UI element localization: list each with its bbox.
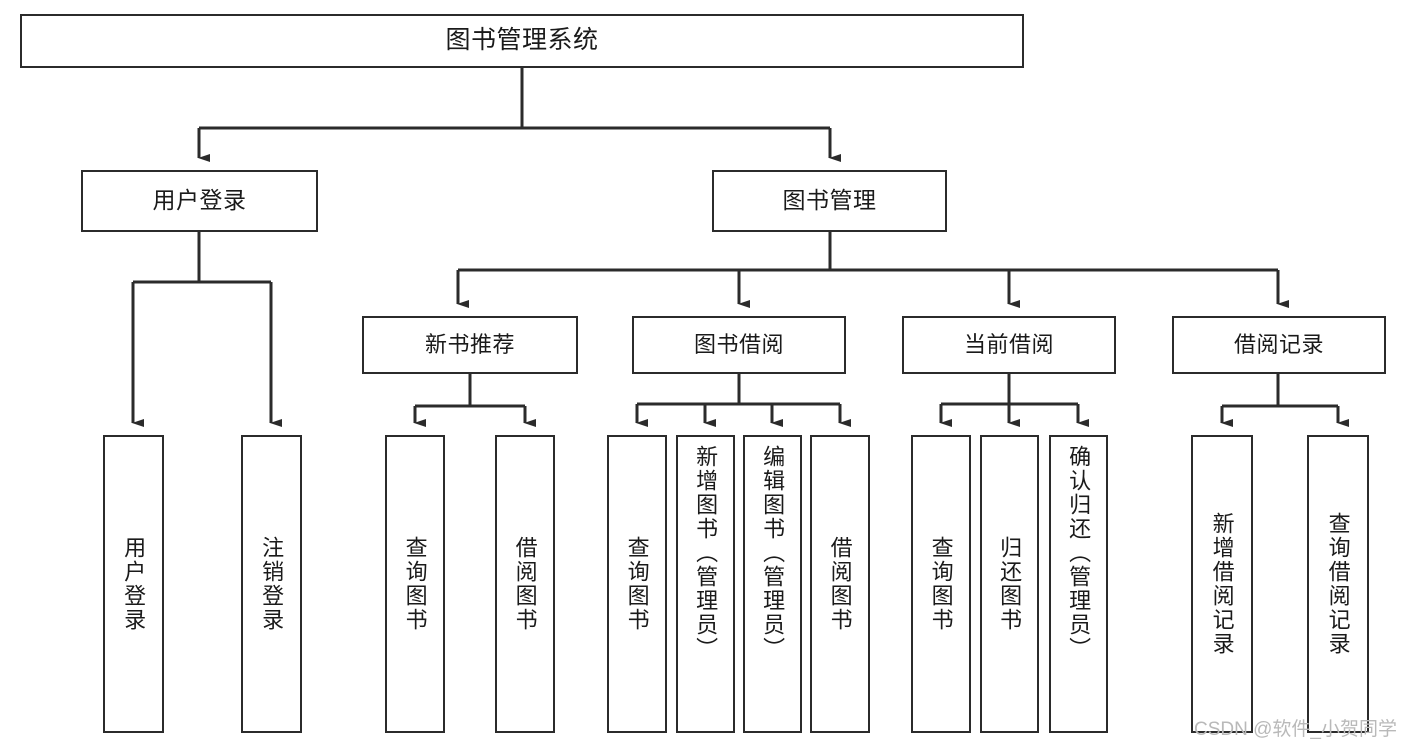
node-leaf-borrow-book-2-label: 借阅图书 <box>827 536 853 632</box>
node-user-login-label: 用户登录 <box>152 187 247 214</box>
node-leaf-query-book-2-label: 查询图书 <box>624 536 650 632</box>
node-user-login[interactable]: 用户登录 <box>81 170 318 232</box>
node-leaf-borrow-book-1[interactable]: 借阅图书 <box>495 435 555 733</box>
node-current-label: 当前借阅 <box>963 332 1054 358</box>
node-new-book-label: 新书推荐 <box>424 332 515 358</box>
node-leaf-query-book-3-label: 查询图书 <box>928 536 954 632</box>
node-leaf-confirm-return[interactable]: 确认归还（管理员） <box>1049 435 1108 733</box>
csdn-watermark: CSDN @软件_小贺同学 <box>1194 719 1397 740</box>
node-leaf-confirm-return-label: 确认归还（管理员） <box>1066 445 1092 661</box>
node-leaf-user-login[interactable]: 用户登录 <box>103 435 164 733</box>
node-leaf-user-login-label: 用户登录 <box>121 536 147 632</box>
node-leaf-query-book-1[interactable]: 查询图书 <box>385 435 445 733</box>
node-new-book[interactable]: 新书推荐 <box>362 316 578 374</box>
node-current[interactable]: 当前借阅 <box>902 316 1116 374</box>
node-leaf-query-book-1-label: 查询图书 <box>402 536 428 632</box>
node-leaf-edit-book-label: 编辑图书（管理员） <box>760 445 786 661</box>
node-leaf-borrow-book-1-label: 借阅图书 <box>512 536 538 632</box>
node-leaf-query-record[interactable]: 查询借阅记录 <box>1307 435 1369 733</box>
node-leaf-return-book-label: 归还图书 <box>997 536 1023 632</box>
node-record[interactable]: 借阅记录 <box>1172 316 1386 374</box>
node-leaf-add-record[interactable]: 新增借阅记录 <box>1191 435 1253 733</box>
node-leaf-add-book[interactable]: 新增图书（管理员） <box>676 435 735 733</box>
node-root[interactable]: 图书管理系统 <box>20 14 1024 68</box>
node-leaf-query-record-label: 查询借阅记录 <box>1325 512 1351 656</box>
node-leaf-query-book-2[interactable]: 查询图书 <box>607 435 667 733</box>
node-leaf-add-book-label: 新增图书（管理员） <box>693 445 719 661</box>
node-book-manage-label: 图书管理 <box>782 187 877 214</box>
node-borrow[interactable]: 图书借阅 <box>632 316 846 374</box>
node-record-label: 借阅记录 <box>1233 332 1324 358</box>
node-book-manage[interactable]: 图书管理 <box>712 170 947 232</box>
node-leaf-borrow-book-2[interactable]: 借阅图书 <box>810 435 870 733</box>
node-borrow-label: 图书借阅 <box>693 332 784 358</box>
node-root-label: 图书管理系统 <box>445 26 599 55</box>
node-leaf-logout-label: 注销登录 <box>259 536 285 632</box>
node-leaf-edit-book[interactable]: 编辑图书（管理员） <box>743 435 802 733</box>
node-leaf-logout[interactable]: 注销登录 <box>241 435 302 733</box>
node-leaf-query-book-3[interactable]: 查询图书 <box>911 435 971 733</box>
node-leaf-return-book[interactable]: 归还图书 <box>980 435 1039 733</box>
node-leaf-add-record-label: 新增借阅记录 <box>1209 512 1235 656</box>
